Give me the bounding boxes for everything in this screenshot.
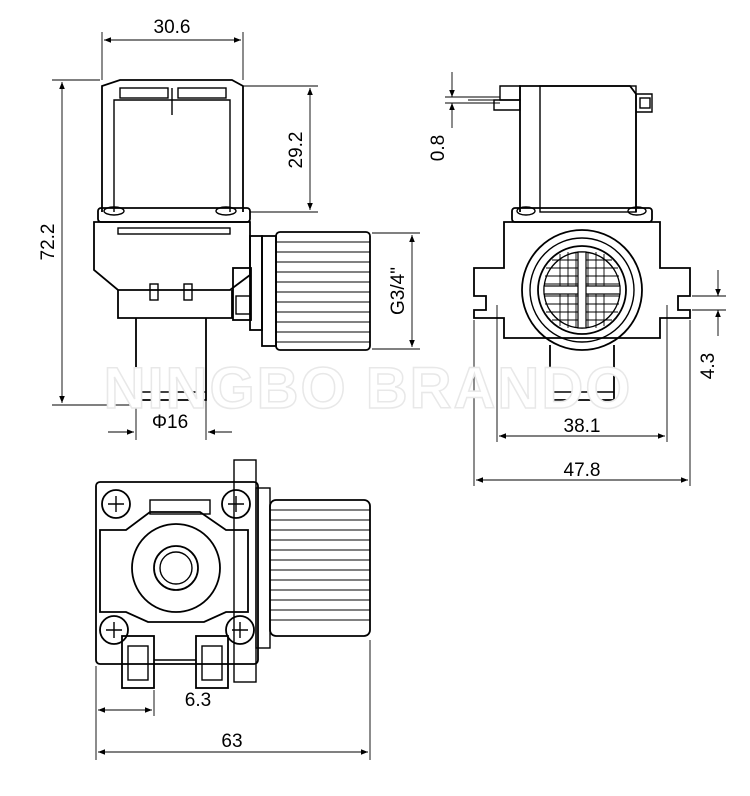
dim-flange-thickness: 0.8 — [428, 135, 449, 161]
dim-slot: 4.3 — [698, 353, 719, 379]
dim-flange-width: 47.8 — [564, 460, 601, 481]
side-view — [468, 85, 691, 401]
dim-total-length: 63 — [221, 731, 242, 752]
top-view — [95, 459, 371, 689]
dim-terminal-pitch: 6.3 — [185, 690, 211, 711]
side-dimensions — [445, 72, 726, 486]
dim-coil-height: 29.2 — [286, 132, 307, 169]
thread-lines-front — [276, 241, 370, 343]
front-view — [93, 79, 371, 401]
dim-top-width: 30.6 — [154, 17, 191, 38]
front-dimensions — [52, 32, 420, 440]
dim-thread: G3/4" — [388, 267, 409, 315]
watermark: NINGBO BRANDO — [104, 356, 633, 421]
dim-total-height: 72.2 — [38, 224, 59, 261]
dim-hole-spacing: 38.1 — [564, 416, 601, 437]
thread-lines-top — [270, 509, 370, 621]
top-dimensions — [95, 640, 371, 760]
dim-outlet-diameter: Φ16 — [152, 412, 188, 433]
